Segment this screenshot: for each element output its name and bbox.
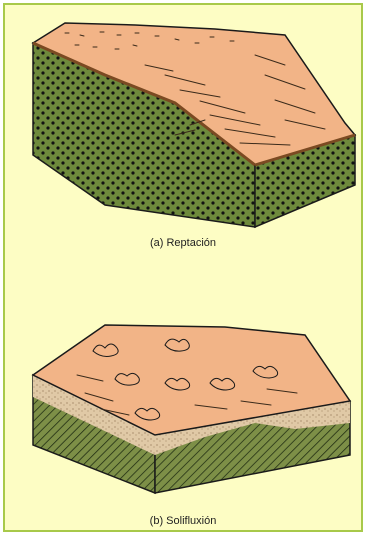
caption-creep: (a) Reptación [5, 237, 361, 249]
caption-solifluction: (b) Solifluxión [5, 515, 361, 527]
solifluction-block-diagram [5, 305, 361, 515]
creep-block-diagram [5, 5, 361, 245]
figure-panel: (a) Reptación (b) Soliflu [3, 3, 363, 532]
